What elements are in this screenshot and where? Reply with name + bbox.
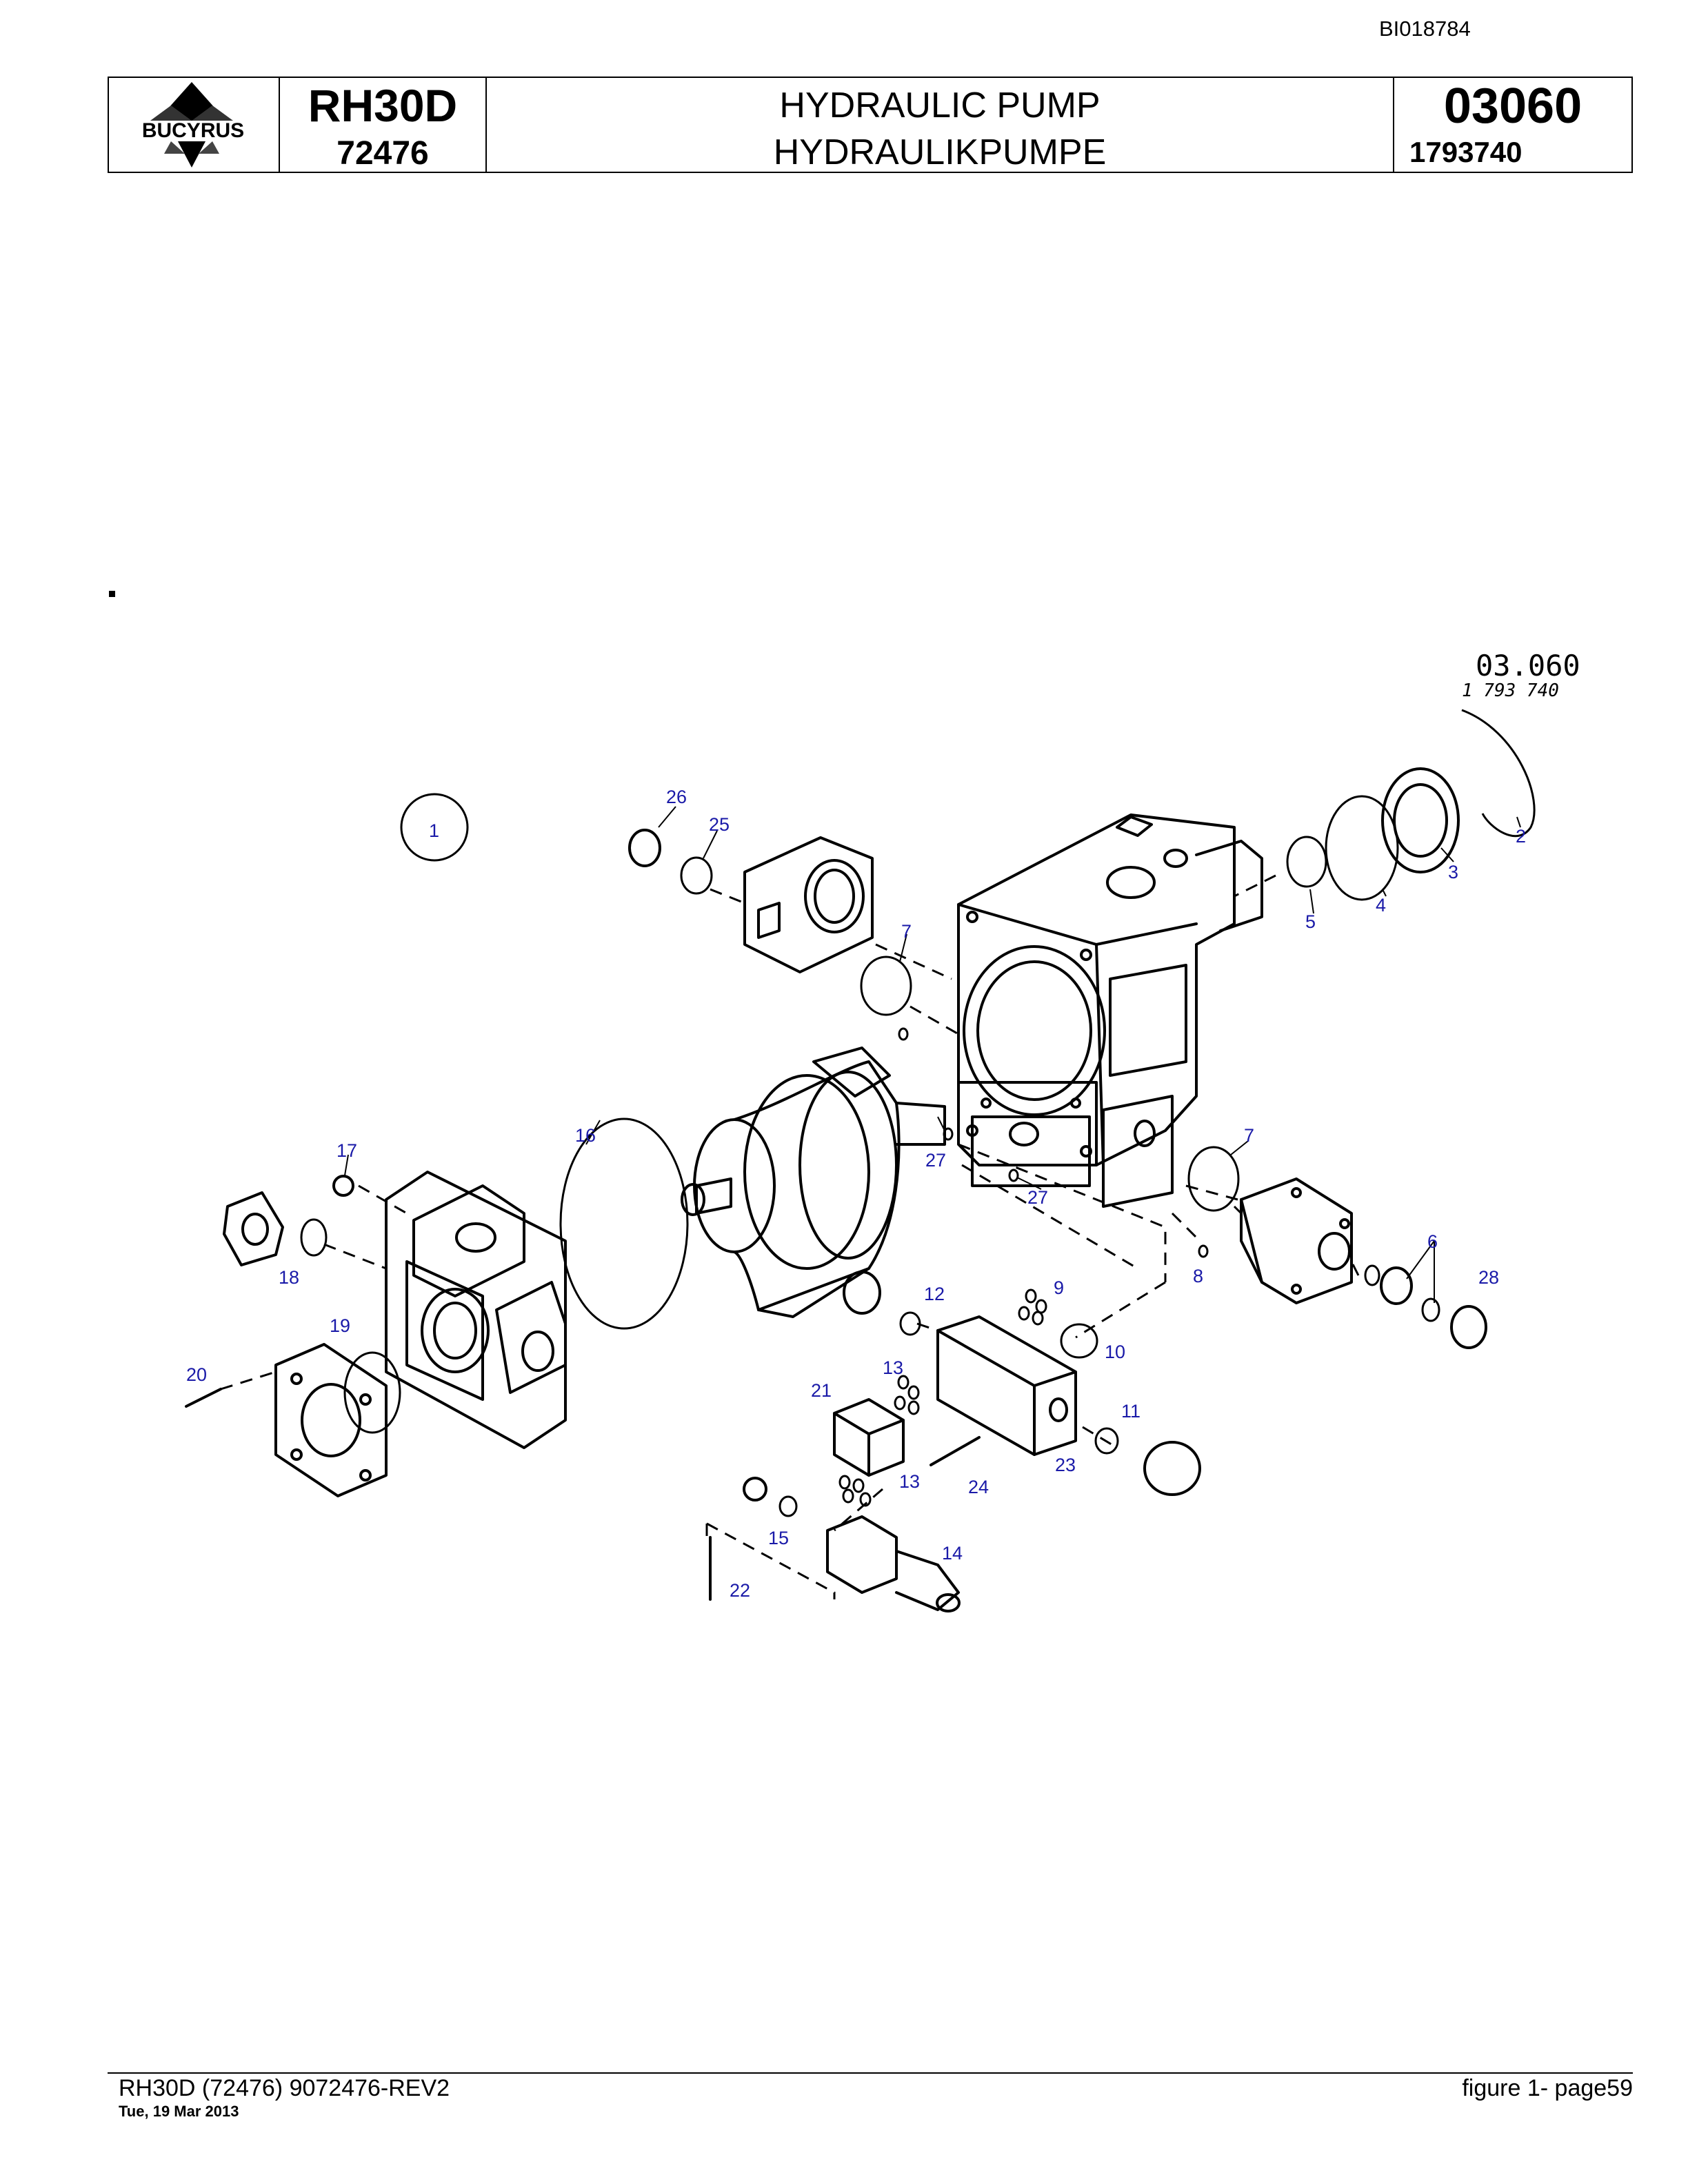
callout-27a: 27: [925, 1150, 946, 1171]
bolt-20: [185, 1388, 222, 1408]
bucyrus-logo: BUCYRUS: [120, 82, 266, 168]
callout-8: 8: [1193, 1266, 1203, 1286]
o-rings-9: [1018, 1288, 1047, 1326]
o-ring-10: [1060, 1323, 1098, 1359]
callout-26: 26: [666, 787, 687, 807]
plug-26: [628, 829, 661, 867]
callout-25: 25: [709, 814, 730, 835]
o-ring-12: [899, 1311, 921, 1336]
o-ring-7-top: [860, 956, 912, 1016]
callout-3: 3: [1448, 862, 1458, 882]
plug-17: [332, 1175, 354, 1197]
stamp-part: 1 793 740: [1462, 680, 1559, 701]
callout-4: 4: [1376, 895, 1386, 916]
o-rings-13a: [894, 1375, 920, 1415]
logo-wordmark: BUCYRUS: [142, 119, 244, 142]
callout-7-right: 7: [1244, 1125, 1254, 1146]
control-block: [936, 1315, 1077, 1456]
snap-ring-2: [1461, 709, 1536, 838]
callout-18: 18: [279, 1267, 299, 1288]
callout-12: 12: [924, 1284, 945, 1304]
title-german: HYDRAULIKPUMPE: [773, 132, 1107, 172]
serial-number: 72476: [336, 135, 429, 172]
fitting-6: [1380, 1266, 1413, 1305]
footer-doc-ref: RH30D (72476) 9072476-REV2: [119, 2075, 450, 2101]
o-ring-small: [898, 1027, 909, 1041]
logo-cell: BUCYRUS: [109, 78, 280, 172]
port-flange-top: [743, 836, 874, 973]
port-flange-right: [1240, 1177, 1353, 1304]
part-number: 1793740: [1409, 136, 1523, 168]
o-ring-7-right: [1187, 1146, 1240, 1212]
pressure-valve: [826, 1515, 961, 1612]
callout-19: 19: [330, 1315, 350, 1336]
stamp-group: 03.060: [1476, 649, 1580, 682]
callout-1: 1: [429, 820, 439, 841]
seal-5: [1286, 836, 1327, 888]
bearing-ring-3: [1381, 767, 1460, 873]
document-id: BI018784: [1379, 17, 1471, 41]
callout-13b: 13: [899, 1471, 920, 1492]
o-ring-18: [300, 1218, 328, 1257]
o-ring-11: [1094, 1427, 1119, 1455]
small-flange: [223, 1191, 284, 1266]
callout-11: 11: [1121, 1401, 1141, 1422]
title-english: HYDRAULIC PUMP: [779, 85, 1101, 125]
callout-24: 24: [968, 1477, 989, 1497]
assembly-lines: [220, 874, 1360, 1599]
callout-13a: 13: [883, 1357, 903, 1378]
cover-cap: [1143, 1441, 1201, 1496]
seal-25: [680, 856, 713, 895]
o-ring-8: [1198, 1244, 1209, 1258]
title-cell: HYDRAULIC PUMP HYDRAULIKPUMPE: [487, 78, 1394, 172]
callout-14: 14: [942, 1543, 963, 1564]
o-rings-13b: [838, 1475, 872, 1507]
title-block: BUCYRUS RH30D 72476 HYDRAULIC PUMP HYDRA…: [108, 77, 1633, 173]
callout-16: 16: [575, 1125, 596, 1146]
callout-20: 20: [186, 1364, 207, 1385]
gasket-19: [343, 1351, 401, 1434]
o-ring-15: [778, 1495, 798, 1517]
margin-mark: [109, 591, 115, 597]
model-name: RH30D: [308, 80, 458, 131]
pump-housing: [957, 813, 1263, 1208]
item-1-circle: [400, 793, 469, 862]
o-ring-27b: [1008, 1169, 1019, 1182]
exploded-parts-diagram: 03.060 1 793 740 1 2 3 4 5 6 7 7 8 9 10 …: [185, 649, 1580, 1612]
callout-23: 23: [1055, 1455, 1076, 1475]
o-ring-4: [1325, 795, 1399, 901]
footer-date: Tue, 19 Mar 2013: [119, 2103, 239, 2120]
o-ring-6b: [1421, 1297, 1440, 1322]
plug-15: [743, 1477, 767, 1502]
callout-6: 6: [1427, 1231, 1438, 1252]
o-ring-16: [559, 1118, 689, 1330]
callout-7-top: 7: [901, 921, 912, 942]
callout-17: 17: [336, 1140, 357, 1161]
bolt-24: [930, 1436, 981, 1466]
model-cell: RH30D 72476: [280, 78, 487, 172]
callout-15: 15: [768, 1528, 789, 1548]
cover-plate: [274, 1343, 388, 1497]
callout-21: 21: [811, 1380, 832, 1401]
o-ring-27a: [943, 1127, 954, 1141]
o-ring-6a: [1364, 1264, 1380, 1286]
callout-27b: 27: [1027, 1187, 1048, 1208]
callout-10: 10: [1105, 1342, 1125, 1362]
valve-block-small: [833, 1398, 905, 1477]
rotary-group: [681, 1046, 946, 1318]
group-code: 03060: [1443, 79, 1582, 134]
plug-12: [843, 1271, 881, 1315]
callout-9: 9: [1054, 1277, 1064, 1298]
callout-2: 2: [1516, 826, 1526, 847]
group-cell: 03060 1793740: [1394, 78, 1631, 172]
callout-5: 5: [1305, 911, 1316, 932]
callout-28: 28: [1478, 1267, 1499, 1288]
cap-nut-28: [1450, 1305, 1487, 1349]
leader-lines: [344, 806, 1521, 1303]
callout-22: 22: [730, 1580, 750, 1601]
footer-rule: [108, 2072, 1633, 2074]
footer-page-ref: figure 1- page59: [1462, 2075, 1633, 2101]
end-plate: [385, 1171, 567, 1449]
